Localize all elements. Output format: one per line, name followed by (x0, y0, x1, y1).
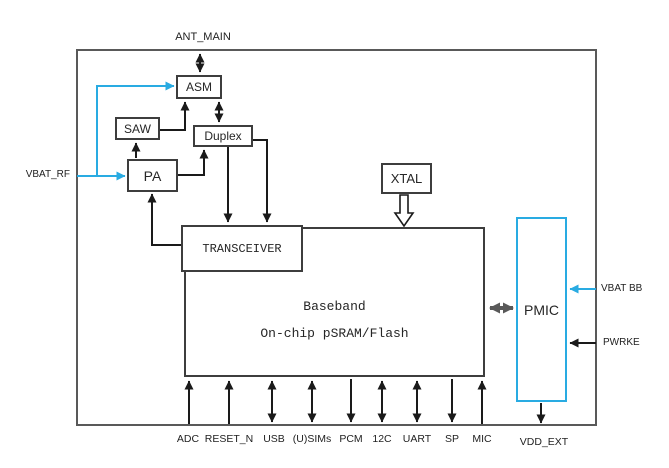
ant-main-label: ANT_MAIN (175, 31, 231, 43)
arrow-duplex-to-transceiver-right (253, 139, 272, 223)
pwrkey-label: PWRKE (603, 337, 640, 348)
asm-block: ASM (176, 75, 222, 99)
pin-label-reset-n: RESET_N (204, 433, 254, 445)
pin-label-adc: ADC (176, 433, 200, 445)
transceiver-block: TRANSCEIVER (181, 225, 303, 272)
arrow-pa-to-duplex (178, 149, 209, 176)
duplex-block: Duplex (193, 125, 253, 147)
baseband-label: Baseband On-chip pSRAM/Flash (260, 293, 408, 347)
pin-label-usims: (U)SIMs (292, 433, 332, 445)
baseband-label-line1: Baseband (303, 299, 366, 314)
arrow-saw-to-asm (160, 101, 190, 131)
arrow-xtal-to-baseband (393, 194, 415, 228)
baseband-label-line2: On-chip pSRAM/Flash (260, 326, 409, 341)
module-boundary-box (76, 49, 597, 426)
vbat-rf-label: VBAT_RF (25, 169, 70, 180)
pmic-block: PMIC (516, 217, 567, 402)
xtal-block: XTAL (381, 163, 432, 194)
pa-block: PA (127, 159, 178, 192)
arrow-transceiver-to-pa (147, 193, 181, 246)
pin-label-uart: UART (402, 433, 432, 445)
arrow-vbat-rf-to-asm (96, 81, 175, 176)
pin-label-sp: SP (444, 433, 459, 445)
saw-block: SAW (115, 117, 160, 140)
pin-label-mic: MIC (472, 433, 492, 445)
pin-label-usb: USB (263, 433, 285, 445)
pin-label-i2c: 12C (372, 433, 392, 445)
pin-label-pcm: PCM (339, 433, 363, 445)
vbat-bb-label: VBAT BB (601, 283, 643, 294)
vdd-ext-label: VDD_EXT (519, 436, 569, 448)
